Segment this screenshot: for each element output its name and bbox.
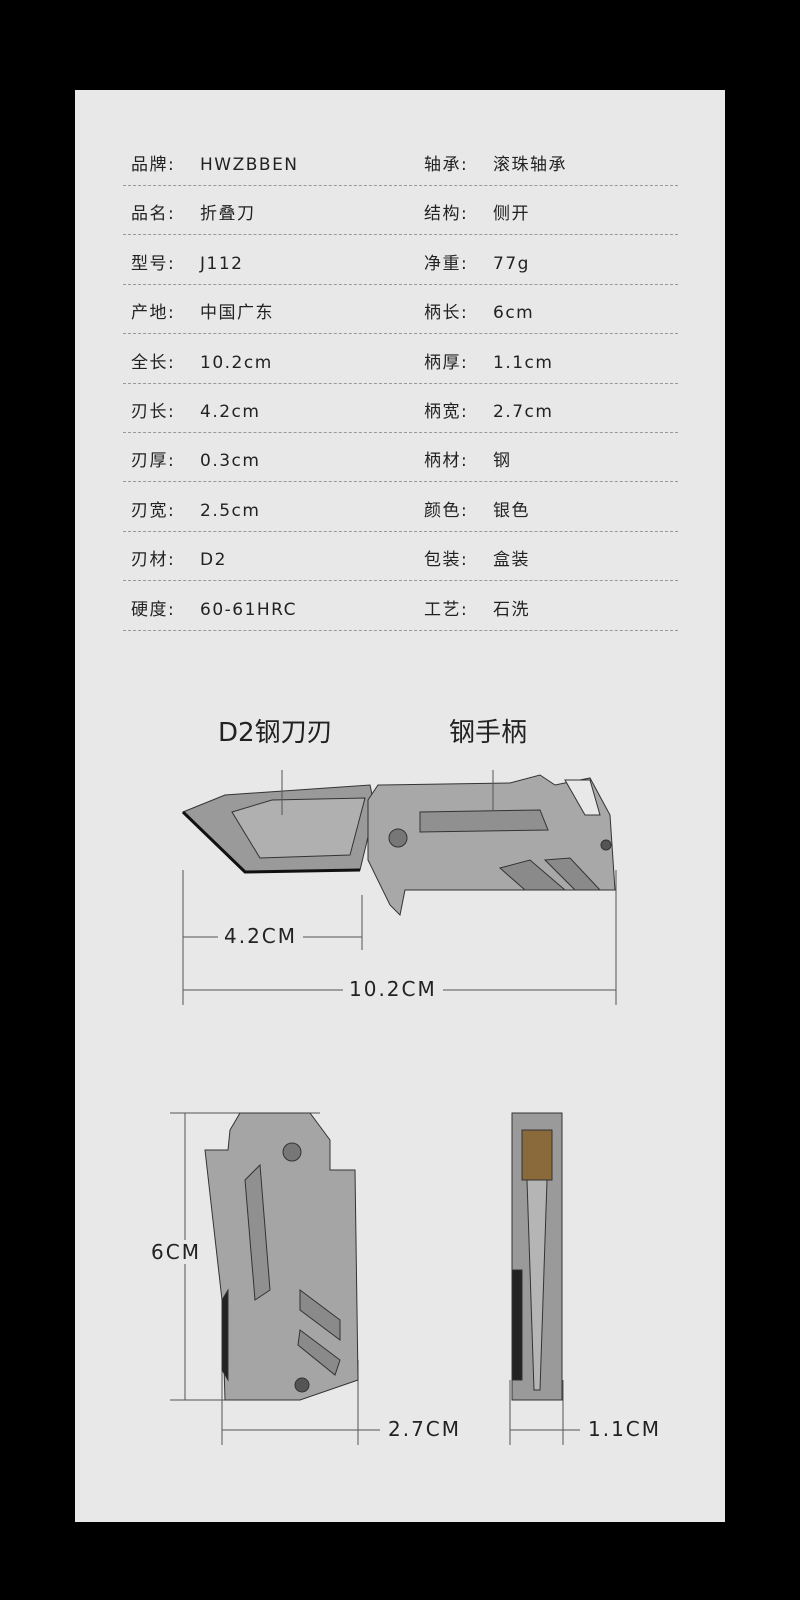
spec-left: 型号: J112 xyxy=(131,249,243,274)
spec-row: 刃厚: 0.3cm 柄材: 钢 xyxy=(123,432,678,483)
spec-value: 石洗 xyxy=(493,599,530,620)
spec-row: 型号: J112 净重: 77g xyxy=(123,235,678,285)
spec-row: 刃宽: 2.5cm 颜色: 银色 xyxy=(123,482,678,532)
spec-left: 刃材: D2 xyxy=(131,545,227,570)
spec-key: 硬度: xyxy=(131,599,176,620)
spec-value: 1.1cm xyxy=(493,352,554,373)
spec-value: HWZBBEN xyxy=(200,155,299,175)
spec-value: 滚珠轴承 xyxy=(493,155,567,175)
spec-key: 刃厚: xyxy=(131,451,176,472)
spec-key: 结构: xyxy=(424,204,469,225)
open-knife-illustration xyxy=(181,774,616,917)
spec-right: 净重: 77g xyxy=(424,249,530,274)
handle-width-label: 2.7CM xyxy=(382,1417,468,1441)
spec-left: 品牌: HWZBBEN xyxy=(131,150,299,175)
spec-value: 6cm xyxy=(493,303,535,324)
spec-key: 全长: xyxy=(131,352,176,373)
spec-right: 柄宽: 2.7cm xyxy=(424,397,553,422)
blade-length-label: 4.2CM xyxy=(218,924,304,948)
spec-key: 刃材: xyxy=(131,550,176,571)
spec-value: J112 xyxy=(200,253,244,274)
handle-thickness-label: 1.1CM xyxy=(582,1417,668,1441)
spec-key: 包装: xyxy=(424,550,469,571)
spec-right: 柄长: 6cm xyxy=(424,298,534,323)
spec-key: 颜色: xyxy=(424,500,469,521)
spec-value: 4.2cm xyxy=(200,402,261,422)
spec-key: 工艺: xyxy=(424,599,469,620)
spec-key: 轴承: xyxy=(424,155,469,175)
spec-key: 产地: xyxy=(131,303,176,324)
spec-key: 刃长: xyxy=(131,402,176,422)
spec-right: 颜色: 银色 xyxy=(424,496,530,521)
spec-row: 品牌: HWZBBEN 轴承: 滚珠轴承 xyxy=(123,136,678,186)
spec-value: D2 xyxy=(200,550,227,571)
spec-left: 产地: 中国广东 xyxy=(131,298,274,323)
spec-right: 柄材: 钢 xyxy=(424,446,512,471)
spec-row: 产地: 中国广东 柄长: 6cm xyxy=(123,284,678,335)
blade-label: D2钢刀刃 xyxy=(218,718,333,748)
spec-right: 轴承: 滚珠轴承 xyxy=(424,150,567,175)
spec-key: 净重: xyxy=(424,253,469,274)
closed-knife-side-illustration xyxy=(511,1112,563,1401)
spec-right: 包装: 盒装 xyxy=(424,545,530,570)
spec-left: 品名: 折叠刀 xyxy=(131,199,256,224)
spec-value: 2.5cm xyxy=(200,500,261,521)
spec-value: 10.2cm xyxy=(200,352,273,373)
spec-value: 2.7cm xyxy=(493,402,554,422)
spec-row: 品名: 折叠刀 结构: 侧开 xyxy=(123,185,678,236)
spec-right: 柄厚: 1.1cm xyxy=(424,348,553,373)
spec-left: 刃长: 4.2cm xyxy=(131,397,260,422)
spec-left: 刃宽: 2.5cm xyxy=(131,496,260,521)
spec-row: 全长: 10.2cm 柄厚: 1.1cm xyxy=(123,334,678,384)
spec-value: 中国广东 xyxy=(200,303,274,324)
spec-row: 硬度: 60-61HRC 工艺: 石洗 xyxy=(123,581,678,631)
spec-key: 柄材: xyxy=(424,451,469,472)
handle-length-label: 6CM xyxy=(145,1240,207,1264)
spec-right: 工艺: 石洗 xyxy=(424,595,530,620)
spec-row: 刃材: D2 包装: 盒装 xyxy=(123,531,678,582)
spec-right: 结构: 侧开 xyxy=(424,199,530,224)
closed-knife-front-illustration xyxy=(204,1112,359,1401)
spec-key: 刃宽: xyxy=(131,500,176,521)
spec-value: 银色 xyxy=(493,500,530,521)
spec-key: 柄厚: xyxy=(424,352,469,373)
spec-value: 折叠刀 xyxy=(200,204,256,225)
spec-key: 柄长: xyxy=(424,303,469,324)
spec-key: 型号: xyxy=(131,253,176,274)
spec-row: 刃长: 4.2cm 柄宽: 2.7cm xyxy=(123,383,678,433)
spec-value: 盒装 xyxy=(493,550,530,571)
spec-value: 0.3cm xyxy=(200,451,261,472)
total-length-label: 10.2CM xyxy=(343,977,443,1001)
spec-left: 全长: 10.2cm xyxy=(131,348,273,373)
spec-left: 硬度: 60-61HRC xyxy=(131,595,297,620)
spec-left: 刃厚: 0.3cm xyxy=(131,446,260,471)
spec-key: 品名: xyxy=(131,204,176,225)
spec-value: 77g xyxy=(493,253,530,274)
spec-panel: 品牌: HWZBBEN 轴承: 滚珠轴承品名: 折叠刀 结构: 侧开型号: J112 净重: 77… xyxy=(75,90,725,1522)
spec-key: 柄宽: xyxy=(424,402,469,422)
knife-diagrams xyxy=(170,770,617,1445)
spec-key: 品牌: xyxy=(131,155,176,175)
spec-value: 侧开 xyxy=(493,204,530,225)
handle-label: 钢手柄 xyxy=(449,718,528,748)
spec-value: 60-61HRC xyxy=(200,599,298,620)
spec-value: 钢 xyxy=(493,451,512,472)
